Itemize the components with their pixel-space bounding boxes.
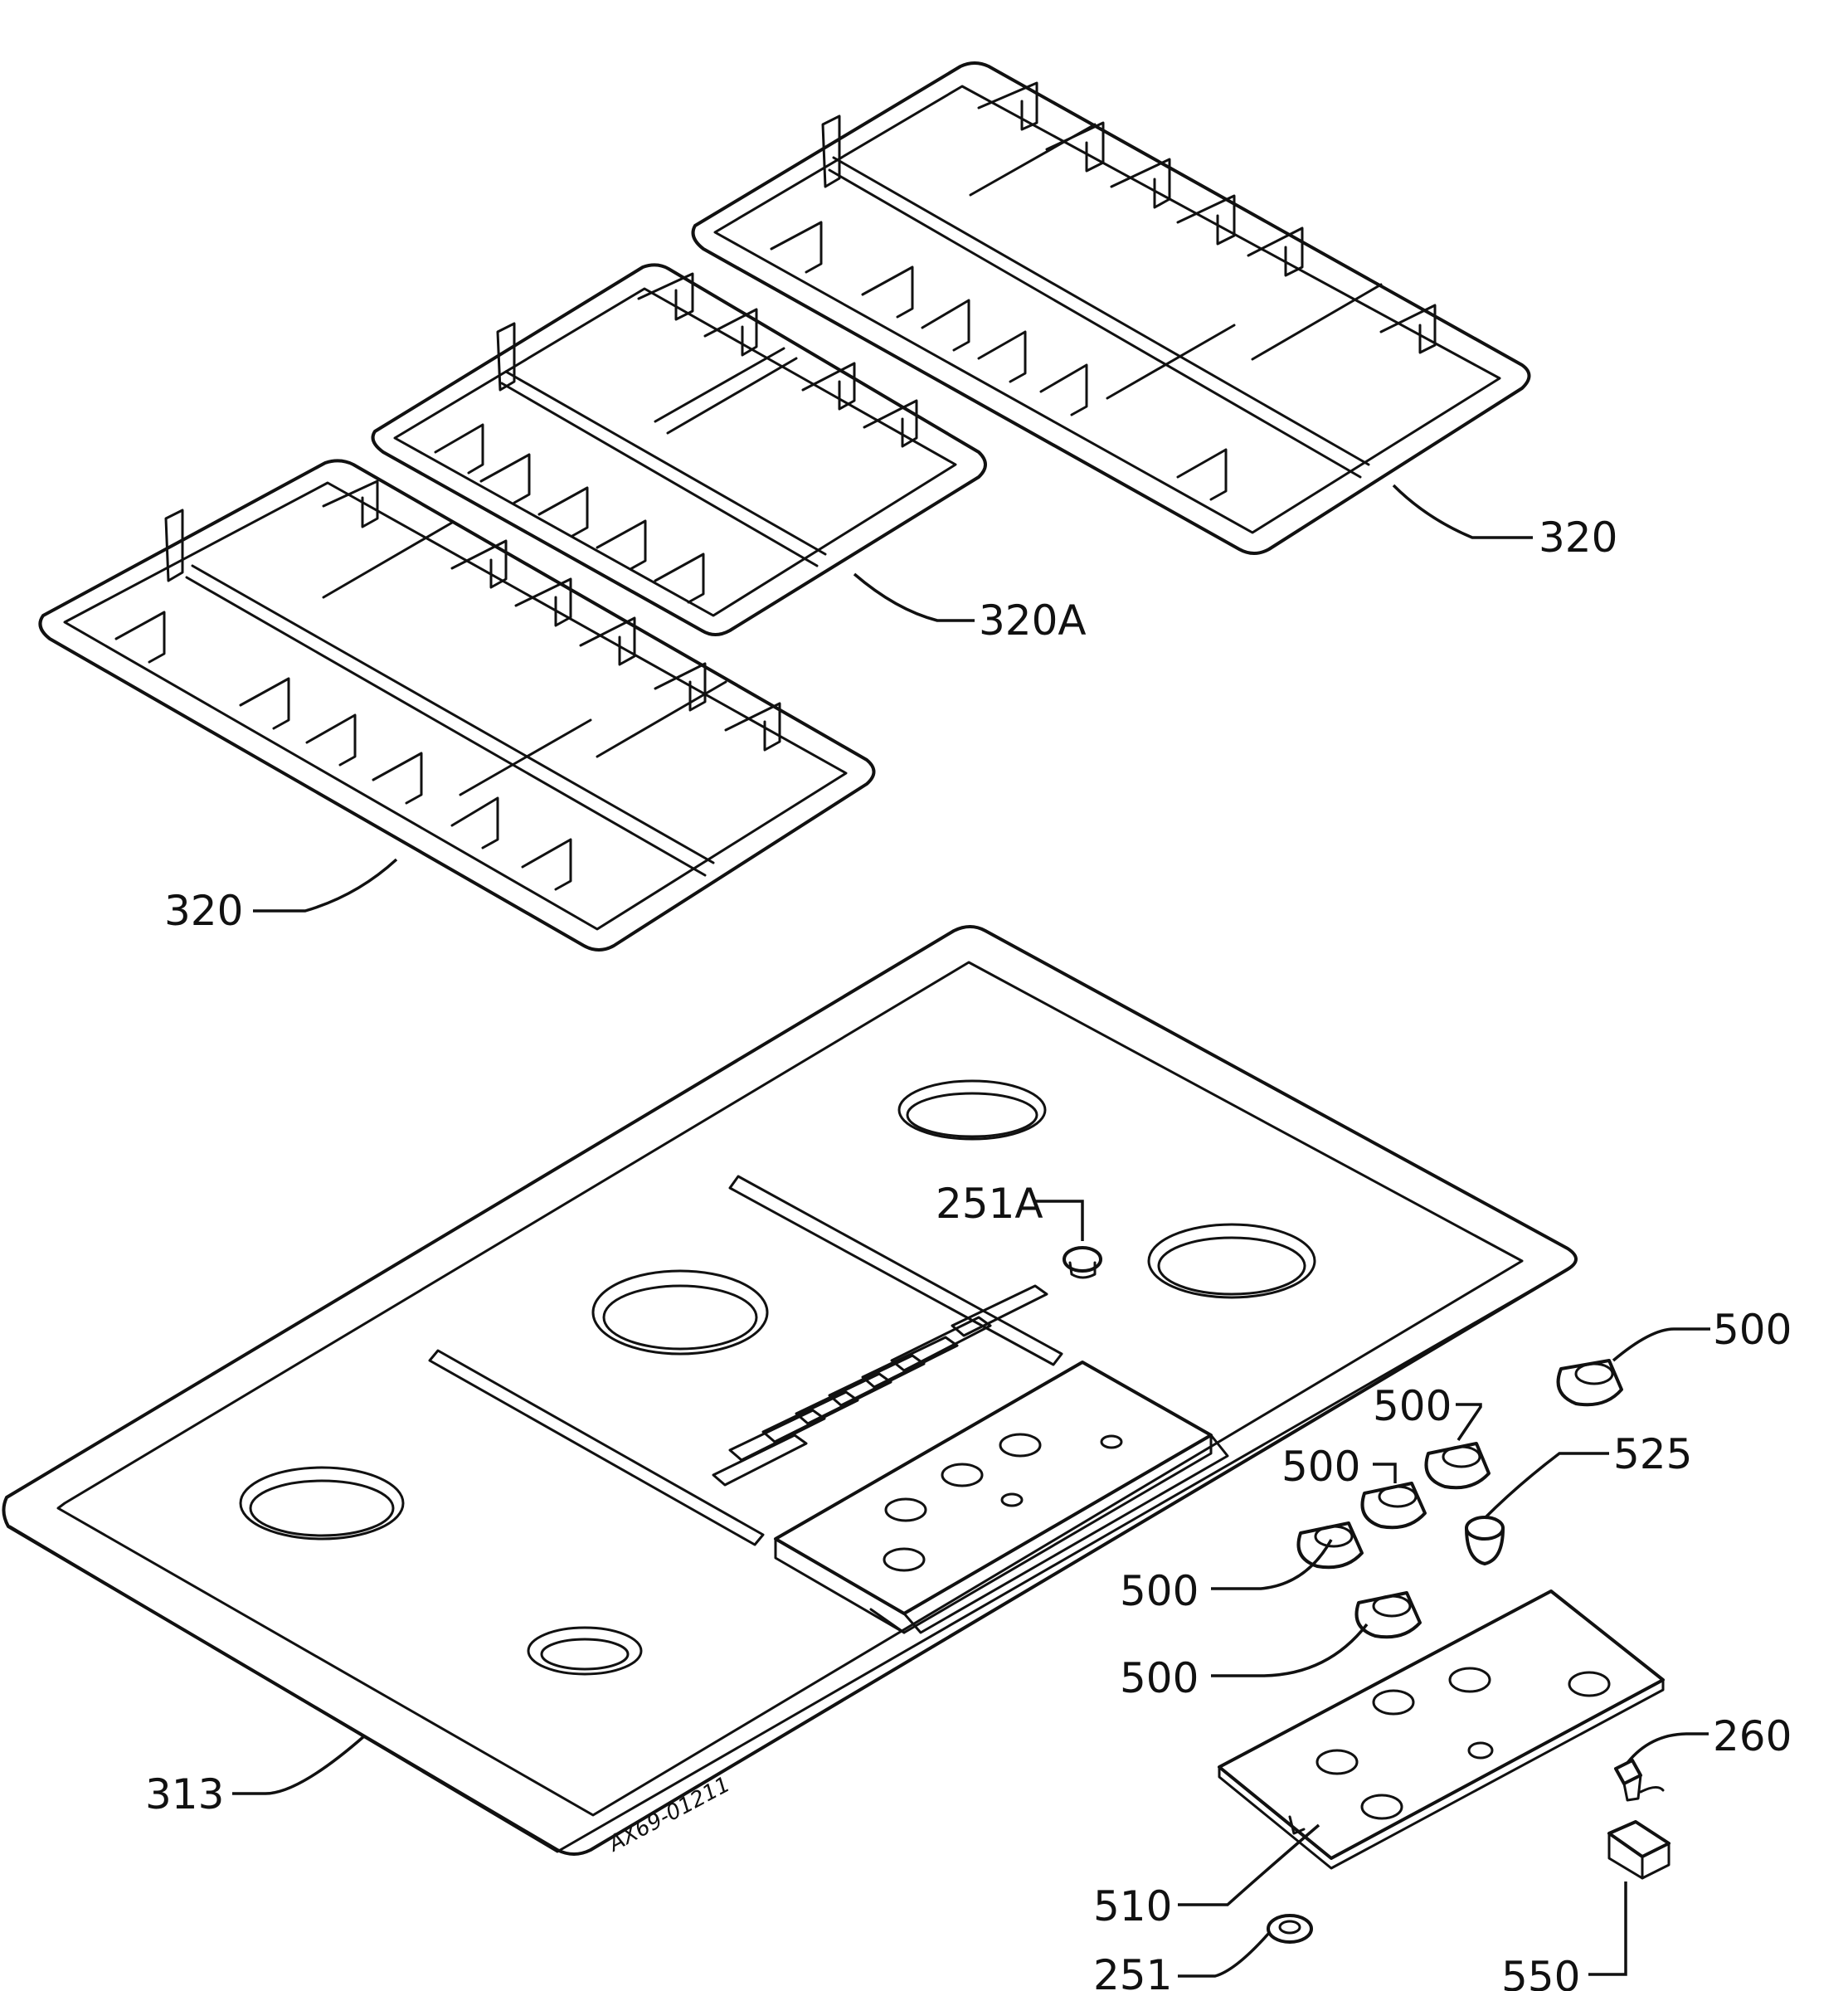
switch-260 bbox=[1614, 1759, 1665, 1802]
knob-500-d bbox=[1296, 1521, 1364, 1570]
connector-550 bbox=[1607, 1820, 1670, 1880]
knob-500-b bbox=[1424, 1442, 1491, 1490]
callout-260: 260 bbox=[1713, 1712, 1792, 1760]
callout-525: 525 bbox=[1613, 1430, 1692, 1478]
callout-320-right: 320 bbox=[1539, 514, 1617, 562]
callout-500-a: 500 bbox=[1713, 1306, 1792, 1354]
pan-support-middle bbox=[371, 263, 987, 636]
knob-500-e bbox=[1354, 1591, 1422, 1639]
callout-500-c: 500 bbox=[1281, 1443, 1360, 1491]
leader-lines bbox=[232, 484, 1710, 1978]
pan-support-left bbox=[38, 459, 876, 952]
hob-top bbox=[2, 925, 1578, 1856]
callout-500-d: 500 bbox=[1120, 1567, 1199, 1615]
screw-251a bbox=[1063, 1246, 1102, 1279]
pan-support-right bbox=[691, 61, 1531, 555]
callout-320a: 320A bbox=[979, 596, 1087, 645]
knob-500-c bbox=[1360, 1482, 1427, 1530]
callout-500-b: 500 bbox=[1373, 1382, 1452, 1430]
callout-251a: 251A bbox=[936, 1180, 1043, 1228]
screw-251 bbox=[1267, 1914, 1313, 1944]
callout-510: 510 bbox=[1093, 1882, 1172, 1930]
control-panel-510 bbox=[1218, 1589, 1665, 1870]
callout-320-left: 320 bbox=[164, 887, 243, 935]
callout-500-e: 500 bbox=[1120, 1654, 1199, 1702]
button-525 bbox=[1465, 1516, 1505, 1565]
callout-313: 313 bbox=[145, 1770, 224, 1818]
callout-251: 251 bbox=[1093, 1951, 1172, 1991]
callout-550: 550 bbox=[1501, 1953, 1580, 1991]
knob-500-a bbox=[1556, 1359, 1623, 1407]
